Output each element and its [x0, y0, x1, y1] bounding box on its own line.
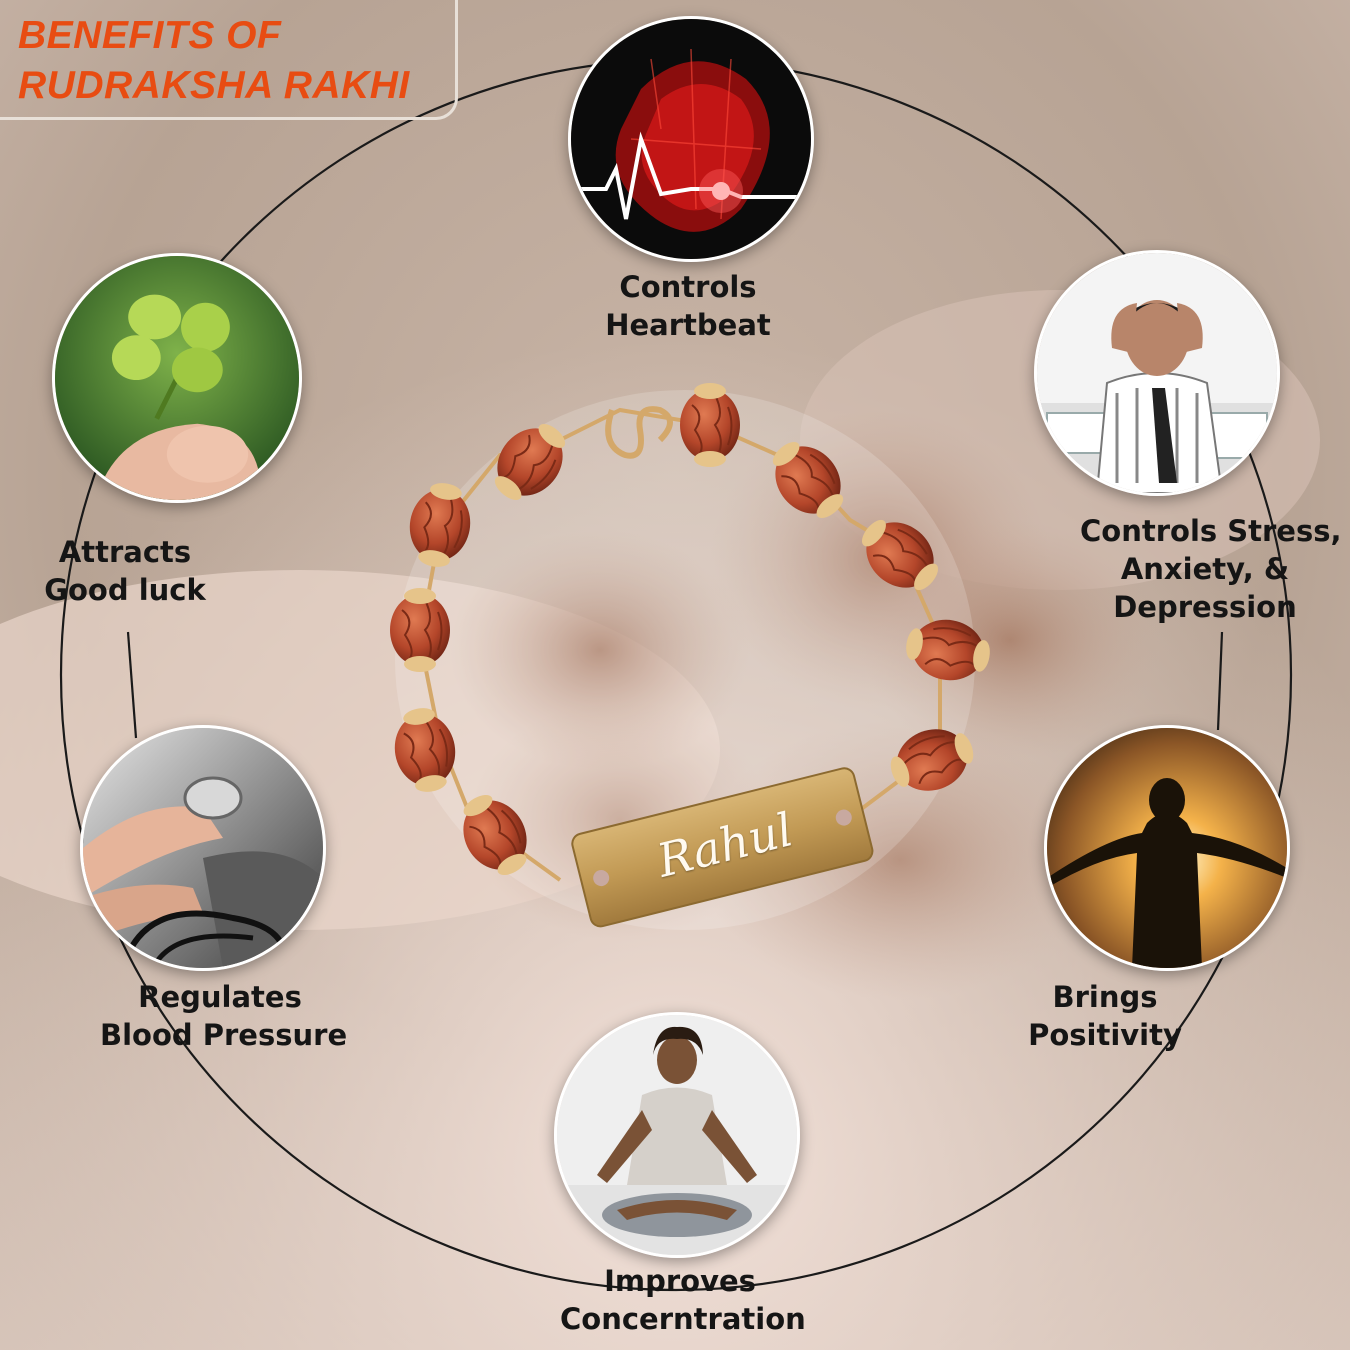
title-frame: [0, 0, 458, 120]
rudraksha-bead: [463, 794, 527, 876]
label-positivity: Brings Positivity: [1028, 980, 1182, 1052]
meditation-icon: [554, 1012, 800, 1258]
label-blood-pressure: Regulates Blood Pressure: [100, 980, 348, 1052]
rudraksha-bead: [861, 519, 939, 591]
label-good-luck: Attracts Good luck: [44, 535, 206, 607]
four-leaf-clover-icon: [52, 253, 302, 503]
rudraksha-bead: [394, 708, 456, 792]
title-line-1: BENEFITS OF: [18, 14, 282, 57]
stressed-man-icon: [1034, 250, 1280, 496]
rudraksha-bead: [680, 383, 740, 467]
rudraksha-bead: [906, 619, 990, 681]
label-stress: Controls Stress, Anxiety, & Depression: [1080, 514, 1342, 624]
sunrise-silhouette-icon: [1044, 725, 1290, 971]
rudraksha-bead: [390, 588, 450, 672]
heart-icon: [568, 16, 814, 262]
label-concentration: Improves Concerntration: [560, 1264, 806, 1336]
rudraksha-bead: [409, 483, 471, 567]
rudraksha-bead: [494, 423, 566, 501]
rudraksha-bead: [772, 441, 844, 519]
title-line-2: RUDRAKSHA RAKHI: [18, 64, 410, 107]
rudraksha-bead: [890, 729, 974, 791]
label-heartbeat: Controls Heartbeat: [605, 270, 771, 342]
